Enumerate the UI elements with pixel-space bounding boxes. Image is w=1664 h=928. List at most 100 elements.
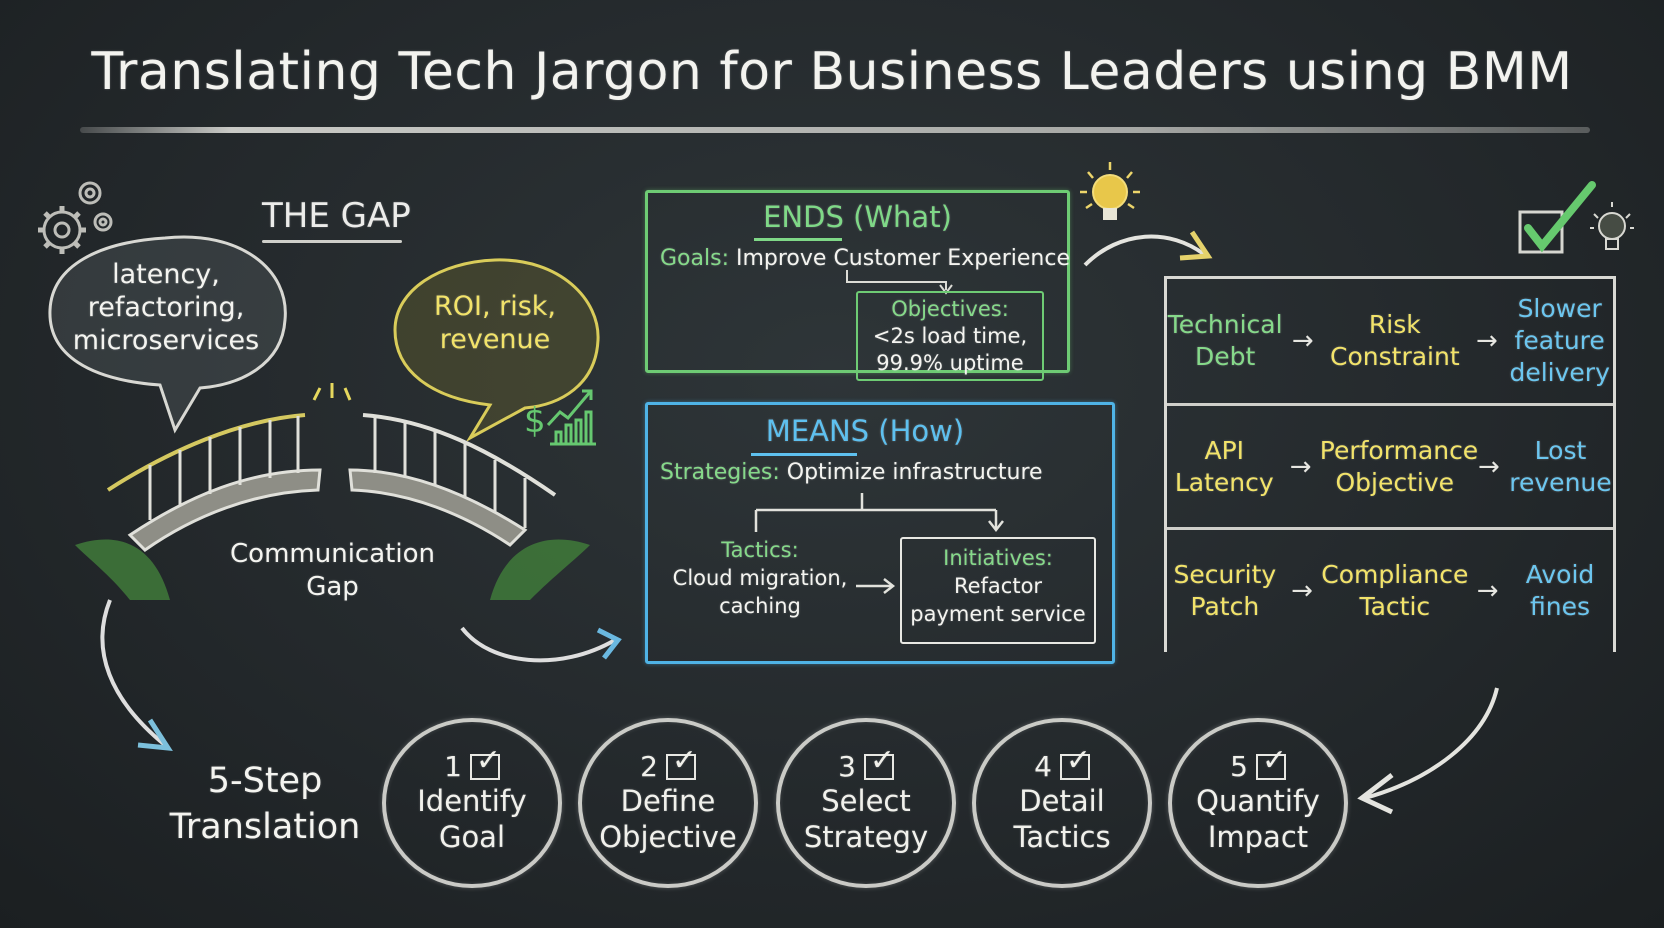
means-title: MEANS (How): [765, 414, 965, 448]
objectives-box: [856, 291, 1044, 381]
cell-line: Slower: [1517, 294, 1602, 323]
step-label-line: Define: [620, 784, 716, 818]
means-title-underline: [751, 453, 857, 456]
cell-line: Compliance: [1321, 559, 1469, 589]
lightbulb-icon: [1080, 162, 1140, 220]
cell-line: revenue: [1509, 467, 1612, 497]
ends-title-underline: [754, 238, 842, 241]
title-underline: [80, 127, 1590, 133]
cell-line: delivery: [1509, 358, 1610, 387]
step-label-line: Impact: [1207, 820, 1309, 854]
initiatives-box: [900, 537, 1096, 644]
dollar-growth-chart-icon: $: [524, 389, 596, 446]
arrow-right-icon: →: [1477, 451, 1500, 482]
initiative-line: Refactor: [953, 574, 1043, 598]
arrow-to-table-icon: [1083, 234, 1207, 267]
cell-line: feature: [1514, 326, 1605, 355]
lightbulb-outline-icon: [1590, 202, 1634, 250]
arrow-right-icon: →: [1291, 575, 1313, 606]
cell-line: Patch: [1190, 591, 1260, 621]
tactics-label: Tactics:: [721, 538, 799, 562]
cell-line: Risk: [1368, 310, 1421, 339]
cell-line: Latency: [1174, 467, 1274, 497]
gears-icon: [38, 181, 113, 254]
label-line: 5-Step: [207, 761, 323, 801]
translation-row: Security Patch → Compliance Tactic → Avo…: [1167, 527, 1613, 651]
cell-line: Performance: [1319, 435, 1479, 465]
objectives-text: Objectives: <2s load time, 99.9% uptime: [856, 296, 1044, 377]
gap-underline: [262, 240, 402, 243]
step-label-line: Tactics: [1013, 820, 1111, 854]
checkbox-check-icon: [1255, 745, 1287, 780]
goals-value: Improve Customer Experience: [735, 246, 1070, 271]
step-label-line: Objective: [599, 820, 737, 854]
step-label-line: Detail: [1019, 784, 1105, 818]
initiatives-label: Initiatives:: [943, 546, 1053, 570]
svg-text:$: $: [524, 401, 546, 441]
checkbox-check-icon: [1059, 745, 1091, 780]
checkbox-check-icon: [469, 745, 501, 780]
cell-line: fines: [1529, 591, 1590, 621]
cell-line: Objective: [1335, 467, 1455, 497]
translation-row: Technical Debt → Risk Constraint → Slowe…: [1167, 279, 1613, 403]
arrow-down-left-icon: [100, 599, 167, 747]
checkbox-check-icon: [1518, 181, 1596, 254]
business-impact-cell: Lost revenue: [1508, 435, 1613, 499]
tech-jargon-bubble-text: latency, refactoring, microservices: [58, 258, 274, 357]
arrow-right-icon: →: [1289, 451, 1312, 482]
goals-label: Goals:: [660, 246, 729, 271]
business-terms-bubble-text: ROI, risk, revenue: [400, 290, 590, 356]
arrow-to-means-icon: [460, 626, 617, 663]
step-label-line: Select: [821, 784, 911, 818]
step-label-line: Identify: [417, 784, 527, 818]
business-term: ROI, risk,: [433, 291, 557, 322]
step-number: 2: [640, 750, 658, 783]
checkbox-check-icon: [665, 745, 697, 780]
step-label-line: Quantify: [1196, 784, 1320, 818]
cell-line: API: [1204, 435, 1245, 465]
cell-line: Constraint: [1330, 342, 1460, 371]
communication-gap-caption: Communication Gap: [225, 538, 440, 604]
arrow-to-step5-icon: [1364, 687, 1499, 800]
arrow-right-icon: →: [1291, 326, 1314, 356]
tactic-line: Cloud migration,: [672, 566, 848, 590]
label-line: Translation: [169, 807, 361, 847]
bmm-term-cell: Performance Objective: [1319, 435, 1479, 499]
business-impact-cell: Slower feature delivery: [1506, 293, 1613, 389]
initiative-line: payment service: [910, 602, 1086, 626]
step-label-line: Strategy: [803, 820, 929, 854]
five-step-label: 5-Step Translation: [160, 758, 370, 850]
cell-line: Technical: [1167, 310, 1283, 339]
tech-term-cell: Technical Debt: [1167, 309, 1283, 373]
step-2-define-objective: 2 Define Objective: [578, 718, 758, 888]
business-impact-cell: Avoid fines: [1507, 559, 1613, 623]
step-number: 1: [444, 750, 462, 783]
means-box: [645, 402, 1115, 664]
tactic-line: caching: [719, 594, 801, 618]
bmm-term-cell: Compliance Tactic: [1321, 559, 1468, 623]
step-label-line: Goal: [438, 820, 506, 854]
tech-term: refactoring,: [87, 292, 245, 323]
tech-term: microservices: [72, 325, 260, 356]
step-number: 5: [1230, 750, 1248, 783]
objectives-label: Objectives:: [891, 297, 1009, 321]
step-4-detail-tactics: 4 Detail Tactics: [972, 718, 1152, 888]
step-1-identify-goal: 1 Identify Goal: [382, 718, 562, 888]
caption-line: Gap: [306, 572, 359, 602]
translation-row: API Latency → Performance Objective → Lo…: [1167, 403, 1613, 527]
tech-term-cell: API Latency: [1167, 435, 1282, 499]
page-title: Translating Tech Jargon for Business Lea…: [91, 42, 1573, 102]
arrow-right-icon: →: [1476, 326, 1498, 356]
cell-line: Debt: [1195, 342, 1256, 371]
step-3-select-strategy: 3 Select Strategy: [776, 718, 956, 888]
step-number: 4: [1034, 750, 1052, 783]
ends-title: ENDS (What): [763, 200, 952, 234]
tech-term-cell: Security Patch: [1167, 559, 1283, 623]
translation-table: Technical Debt → Risk Constraint → Slowe…: [1164, 276, 1616, 652]
tactics-text: Tactics: Cloud migration, caching: [660, 536, 860, 620]
objective-line: 99.9% uptime: [876, 351, 1024, 375]
cell-line: Lost: [1534, 435, 1587, 465]
cell-line: Tactic: [1359, 591, 1431, 621]
bmm-term-cell: Risk Constraint: [1322, 309, 1467, 373]
gap-section-label: THE GAP: [262, 196, 411, 236]
